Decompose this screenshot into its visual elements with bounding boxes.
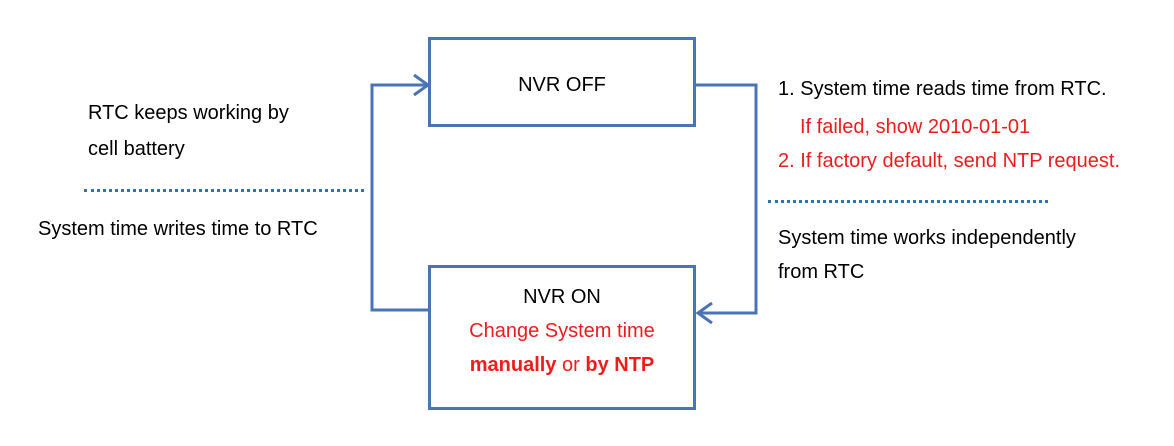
arrow-off-to-on (696, 83, 758, 315)
independent-note-line2: from RTC (778, 261, 865, 283)
independent-note-line1: System time works independently (778, 227, 1076, 249)
step2-text: 2. If factory default, send NTP request. (778, 150, 1121, 172)
nvr-off-label: NVR OFF (518, 74, 606, 96)
battery-note-line2: cell battery (88, 138, 185, 160)
step1-fail-text: If failed, show 2010-01-01 (800, 116, 1031, 138)
writes-to-rtc-note: System time writes time to RTC (38, 218, 318, 240)
nvr-on-change-time: Change System time (469, 320, 655, 342)
by-ntp-text: by NTP (585, 354, 655, 376)
manually-text: manually (469, 354, 557, 376)
battery-note-line1: RTC keeps working by (88, 102, 289, 124)
nvr-on-label: NVR ON (523, 286, 601, 308)
right-divider (768, 200, 1048, 203)
nvr-off-box: NVR OFF (428, 37, 696, 127)
arrow-off-to-on-head (695, 301, 713, 325)
nvr-on-methods: manually or by NTP (431, 348, 693, 382)
or-text: or (562, 354, 580, 376)
arrow-on-to-off (370, 83, 428, 312)
step1-text: 1. System time reads time from RTC. (778, 78, 1107, 100)
nvr-on-box: NVR ON Change System time manually or by… (428, 265, 696, 410)
left-divider (84, 189, 364, 192)
